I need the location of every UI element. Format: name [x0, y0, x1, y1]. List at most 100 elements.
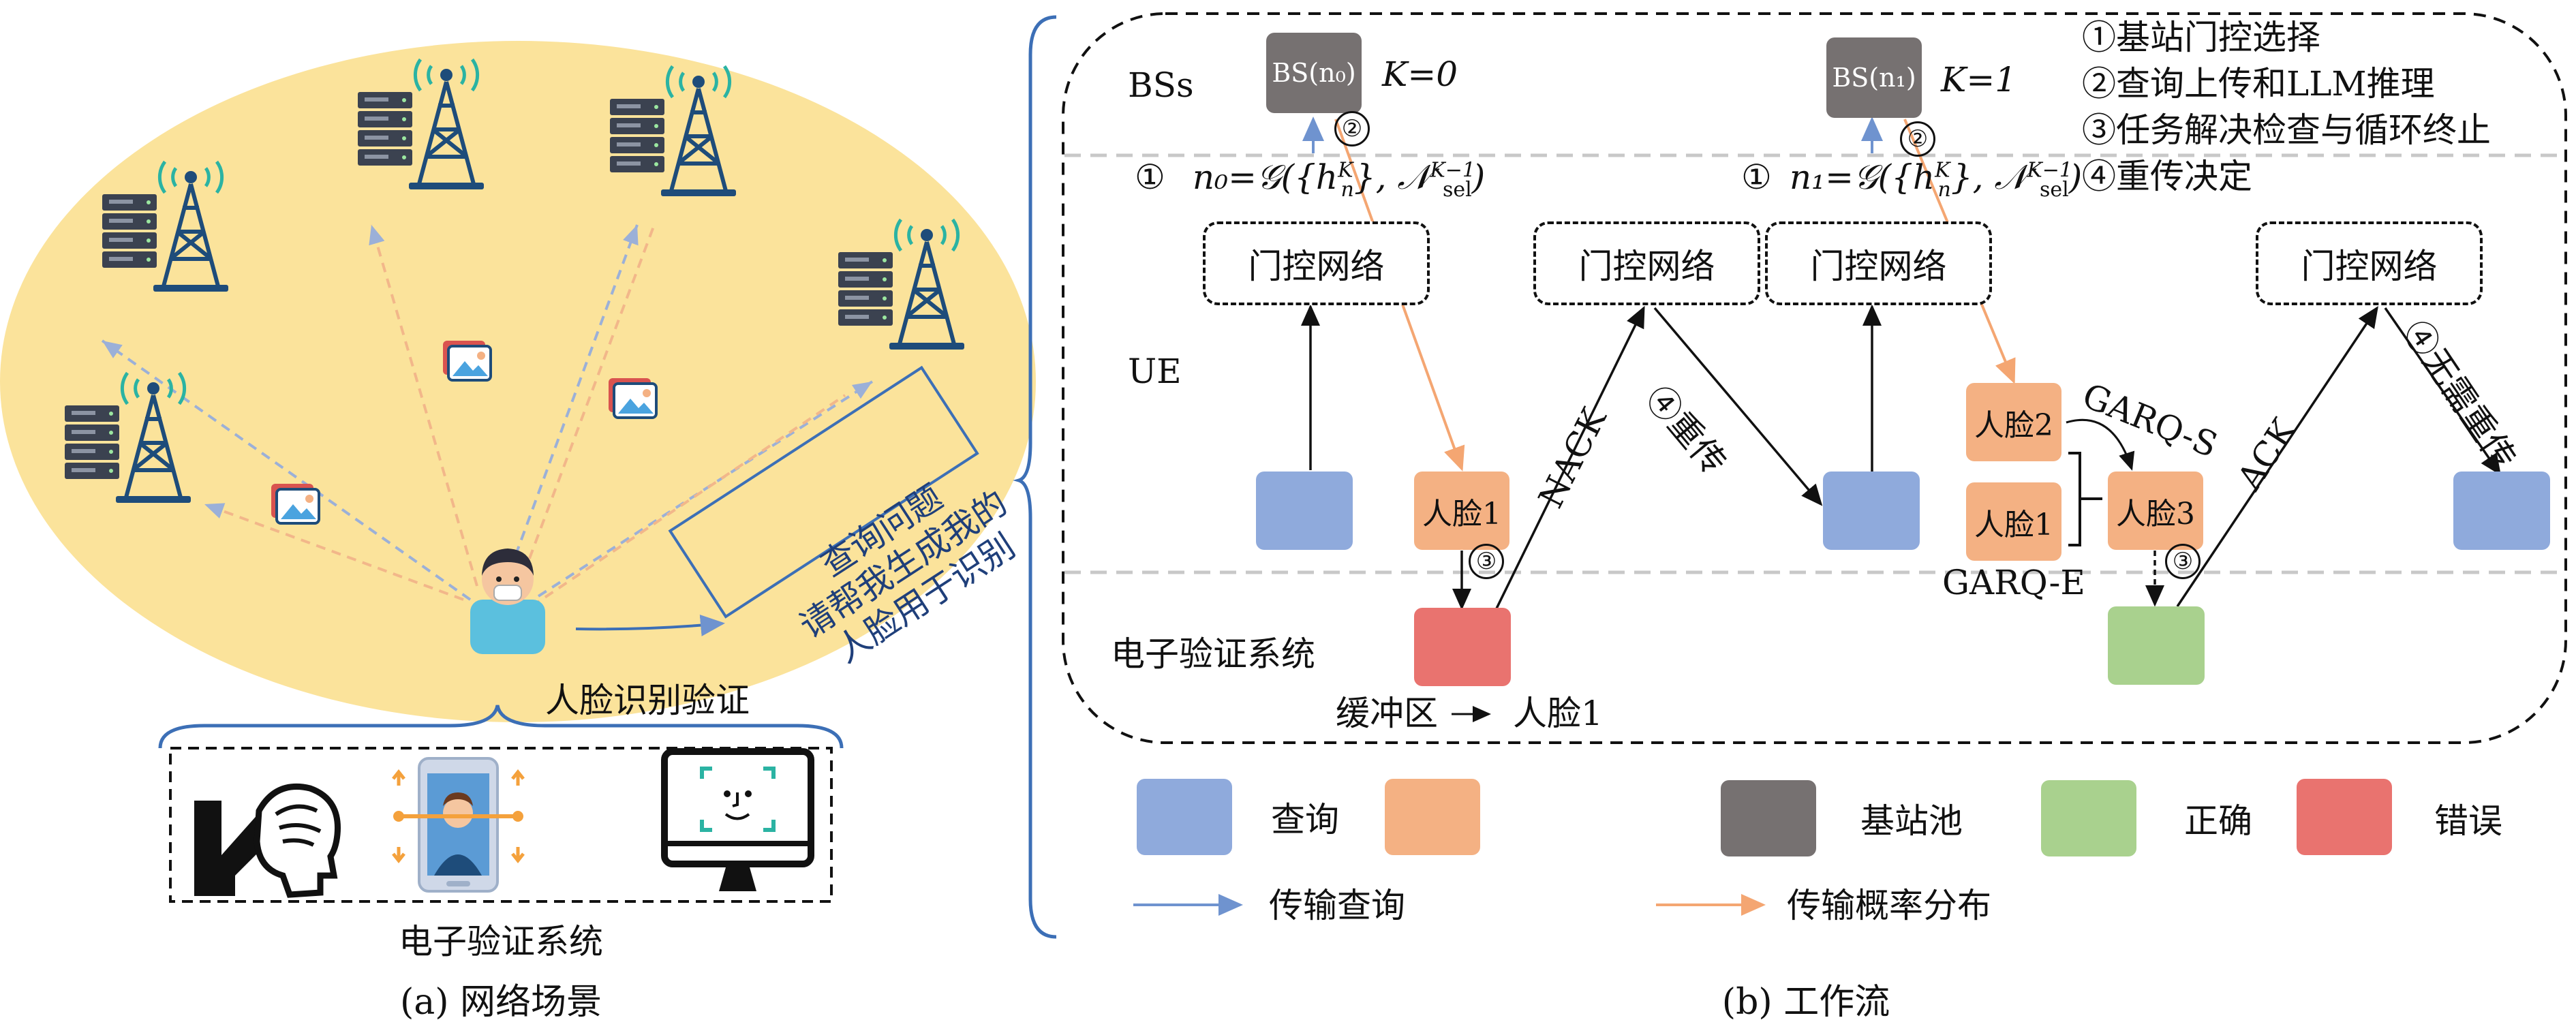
f0-sup: K: [1338, 158, 1353, 183]
step3-marker-a: ③: [1469, 544, 1504, 579]
server-rack-icon: [102, 194, 157, 268]
legend-line-query-label: 传输查询: [1269, 886, 1405, 925]
query-arrow: [575, 614, 725, 636]
gate4-label: 门控网络: [2301, 246, 2438, 286]
legend-label-query: 查询: [1271, 800, 1339, 839]
f0-sup2: K−1: [1430, 158, 1475, 183]
bs0-label: BS(n₀): [1272, 58, 1356, 88]
query-box-1: [1256, 472, 1353, 550]
f0-sub2: sel: [1442, 178, 1472, 202]
legend-line-prob-label: 传输概率分布: [1787, 886, 1991, 925]
server-rack-icon: [838, 252, 893, 326]
legend-swatch-error: [2297, 779, 2392, 855]
no-retransmit-label: ④无需重传: [2395, 313, 2524, 477]
legend-swatch-correct: [2041, 780, 2136, 856]
legend-label-correct: 正确: [2184, 801, 2252, 841]
face1-b-label: 人脸1: [1974, 507, 2053, 542]
f1-num: ①: [1741, 157, 1772, 197]
system-caption: 电子验证系统: [399, 922, 603, 961]
lane-label-bs: BSs: [1128, 65, 1194, 105]
base-station-icon: [102, 160, 228, 292]
step-2: ②查询上传和LLM推理: [2082, 64, 2435, 104]
monitor-face-id-icon: [661, 748, 814, 891]
f0-end: ): [1471, 157, 1486, 197]
legend-swatch-query: [1137, 779, 1232, 855]
gating-network-3: 门控网络: [1765, 221, 1992, 305]
f1-sub: n: [1937, 178, 1951, 202]
f0-text: n₀=𝒢({h: [1192, 157, 1338, 197]
gating-network-4: 门控网络: [2256, 221, 2483, 305]
f0-num: ①: [1135, 157, 1165, 197]
query-callout-box: [668, 365, 979, 619]
ack-label: ACK: [2229, 412, 2305, 497]
step3-marker-b: ③: [2165, 544, 2201, 579]
circle3-b: ③: [2172, 548, 2194, 575]
face1-box-a: 人脸1: [1414, 472, 1509, 550]
query-callout: 查询问题 请帮我生成我的 人脸用于识别: [739, 429, 1068, 700]
left-panel-caption: (a) 网络场景: [399, 982, 602, 1023]
circle2-b: ②: [1907, 125, 1929, 153]
gating-network-2: 门控网络: [1533, 221, 1760, 305]
cell-tower-icon: [116, 371, 191, 503]
workflow-border: [1062, 12, 2567, 744]
bottom-brace: [158, 705, 844, 749]
f0-tail: }, 𝒩: [1353, 157, 1430, 197]
gating-network-1: 门控网络: [1203, 221, 1430, 305]
lane-label-ue: UE: [1128, 352, 1182, 391]
base-station-icon: [838, 218, 964, 350]
server-rack-icon: [358, 92, 412, 166]
gate1-label: 门控网络: [1248, 246, 1385, 286]
face3-box: 人脸3: [2108, 472, 2203, 550]
face1-box-b: 人脸1: [1966, 482, 2061, 561]
f1-sup2: K−1: [2027, 158, 2072, 183]
face2-label: 人脸2: [1974, 407, 2053, 443]
base-station-icon: [610, 65, 736, 196]
image-stack-icon: [271, 341, 658, 525]
buffer-content: 人脸1: [1513, 694, 1603, 733]
step-1: ①基站门控选择: [2082, 18, 2320, 57]
phone-face-scan-icon: [392, 757, 525, 893]
lane-label-eval: 电子验证系统: [1111, 634, 1315, 674]
correct-result-box: [2108, 606, 2205, 685]
head-profile-icon: [194, 783, 341, 898]
legend-swatch-bs-pool: [1721, 780, 1816, 856]
bs1-k: K=1: [1941, 60, 2017, 99]
bs0-k: K=0: [1382, 55, 1458, 94]
cell-tower-icon: [153, 160, 228, 292]
user-caption: 人脸识别验证: [545, 681, 750, 720]
cell-tower-icon: [409, 58, 484, 189]
f1-sub2: sel: [2039, 178, 2069, 202]
coverage-ellipse: [0, 41, 1036, 722]
retransmit-label: ④重传: [1638, 378, 1734, 482]
buffer-label: 缓冲区: [1336, 694, 1438, 733]
base-station-n0: BS(n₀): [1266, 33, 1362, 113]
f1-sup: K: [1935, 158, 1950, 183]
error-result-box: [1414, 608, 1511, 686]
nack-label: NACK: [1531, 401, 1614, 514]
legend-swatch-face: [1385, 779, 1480, 855]
gate3-label: 门控网络: [1810, 246, 1947, 286]
base-station-icon: [65, 371, 191, 503]
base-station-icon: [358, 58, 484, 189]
right-panel-caption: (b) 工作流: [1721, 982, 1890, 1023]
legend-label-bs-pool: 基站池: [1860, 801, 1963, 841]
query-box-2: [1823, 472, 1920, 550]
f0-sub: n: [1340, 178, 1354, 202]
f1-end: ): [2068, 157, 2083, 197]
circle3-a: ③: [1475, 548, 1497, 575]
bs1-label: BS(n₁): [1832, 63, 1916, 93]
signal-links: [101, 224, 874, 608]
base-stations: [65, 58, 964, 503]
step2-marker-a: ②: [1334, 111, 1370, 146]
garq-e-label: GARQ-E: [1942, 563, 2085, 602]
step-4: ④重传决定: [2082, 157, 2252, 196]
cell-tower-icon: [889, 218, 964, 350]
cell-tower-icon: [661, 65, 736, 196]
panel-brace: [1013, 15, 1057, 939]
server-rack-icon: [610, 99, 664, 172]
face3-label: 人脸3: [2116, 496, 2195, 531]
f1-tail: }, 𝒩: [1950, 157, 2027, 197]
user-avatar-icon: [470, 549, 545, 654]
system-dashed-box: [169, 747, 833, 903]
